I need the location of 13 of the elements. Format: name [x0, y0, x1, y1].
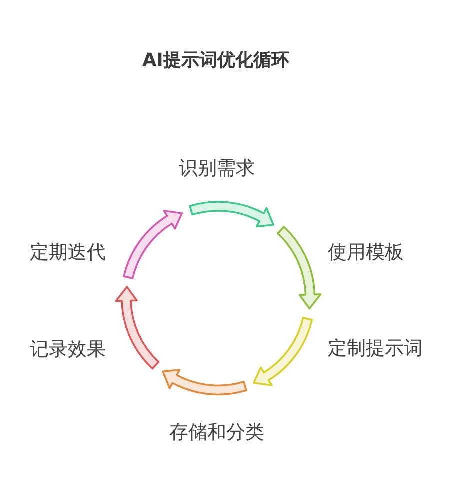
curved-arrow: [123, 210, 183, 280]
step-label: 定制提示词: [328, 340, 423, 358]
curved-arrow: [162, 368, 248, 396]
step-label: 记录效果: [30, 340, 106, 360]
title: AI提示词优化循环: [142, 52, 290, 70]
curved-arrow: [114, 286, 160, 370]
curved-arrow: [188, 200, 274, 228]
curved-arrow: [253, 316, 313, 386]
curved-arrow: [276, 226, 322, 310]
step-label: 存储和分类: [170, 424, 264, 442]
step-label: 使用模板: [328, 244, 404, 262]
step-label: 定期迭代: [30, 244, 106, 262]
step-label: 识别需求: [179, 160, 255, 178]
